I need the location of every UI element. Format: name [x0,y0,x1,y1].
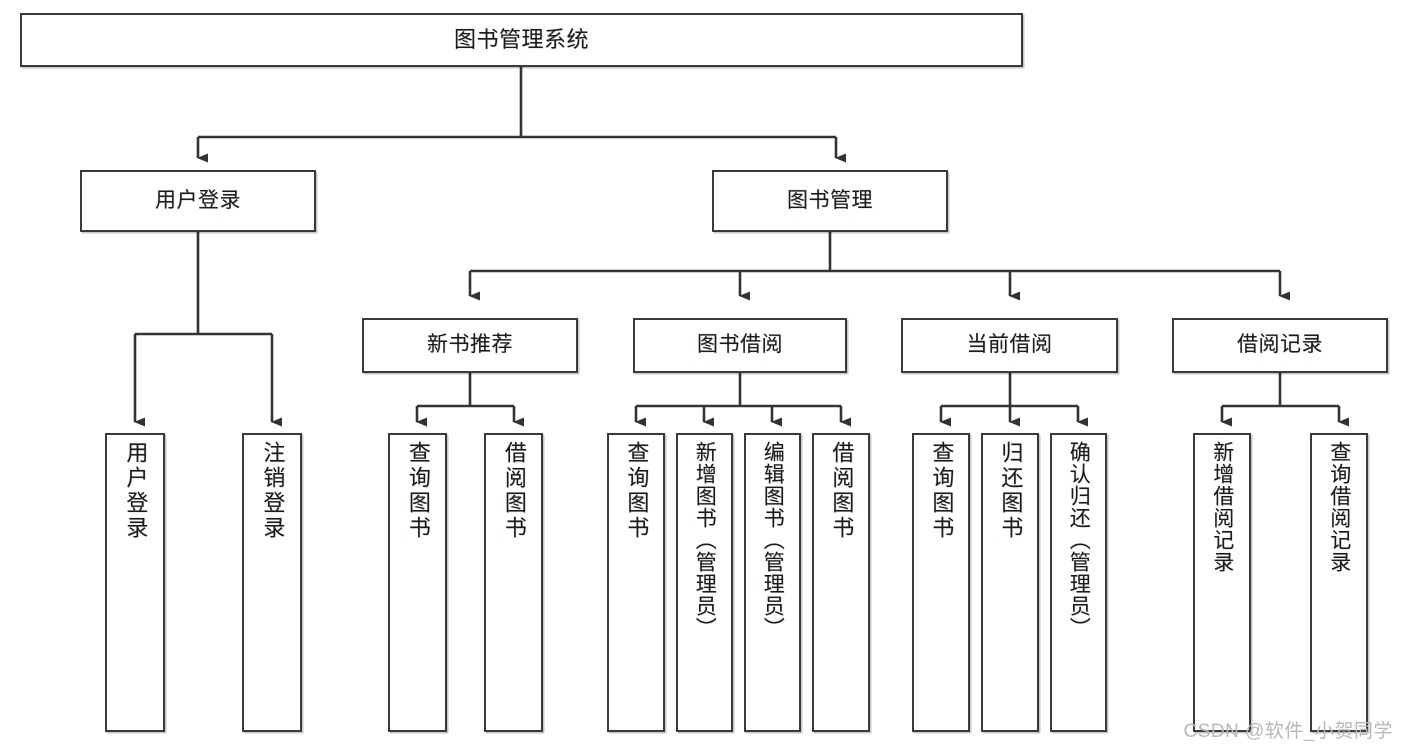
node-label: 借阅记录 [1237,333,1323,357]
node-leaf-add-borrow-record[interactable]: 新增借阅记录 [1193,433,1251,732]
node-leaf-add-book-admin[interactable]: 新增图书（管理员） [676,433,733,732]
node-label: 新书推荐 [427,333,513,357]
node-book-management-system[interactable]: 图书管理系统 [20,13,1023,67]
node-label: 借阅图书 [501,441,527,541]
node-leaf-user-login[interactable]: 用户登录 [105,433,165,732]
node-leaf-edit-book-admin[interactable]: 编辑图书（管理员） [744,433,801,732]
node-label: 当前借阅 [966,333,1053,357]
node-label: 查询图书 [929,441,955,541]
node-leaf-confirm-return-admin[interactable]: 确认归还（管理员） [1050,433,1107,732]
node-label: 查询图书 [405,441,431,541]
node-label: 图书管理系统 [453,27,589,53]
node-label: 查询借阅记录 [1327,441,1351,573]
node-label: 编辑图书（管理员） [761,441,785,639]
node-label: 注销登录 [260,441,286,541]
node-label: 新增借阅记录 [1210,441,1234,573]
node-label: 图书借阅 [697,333,783,357]
node-leaf-query-borrow-record[interactable]: 查询借阅记录 [1310,433,1368,732]
node-leaf-borrow-book-2[interactable]: 借阅图书 [812,433,870,732]
node-leaf-query-book-2[interactable]: 查询图书 [607,433,665,732]
csdn-watermark: CSDN @软件_小贺同学 [1183,721,1393,742]
node-label: 用户登录 [123,441,149,541]
node-book-management[interactable]: 图书管理 [712,170,948,232]
node-label: 确认归还（管理员） [1067,441,1091,639]
node-borrow-record[interactable]: 借阅记录 [1172,318,1388,373]
node-label: 借阅图书 [829,441,855,541]
node-leaf-query-book-1[interactable]: 查询图书 [388,433,447,732]
node-label: 用户登录 [155,188,241,212]
node-label: 查询图书 [624,441,650,541]
node-leaf-return-book[interactable]: 归还图书 [981,433,1039,732]
node-book-borrow[interactable]: 图书借阅 [633,318,847,373]
node-leaf-query-book-3[interactable]: 查询图书 [912,433,970,732]
node-label: 新增图书（管理员） [693,441,717,639]
node-new-book-recommend[interactable]: 新书推荐 [362,318,578,373]
node-leaf-logout-login[interactable]: 注销登录 [242,433,302,732]
node-label: 图书管理 [787,188,873,212]
node-user-login[interactable]: 用户登录 [80,170,316,232]
node-current-borrow[interactable]: 当前借阅 [901,318,1118,373]
node-leaf-borrow-book-1[interactable]: 借阅图书 [484,433,543,732]
node-label: 归还图书 [998,441,1024,541]
